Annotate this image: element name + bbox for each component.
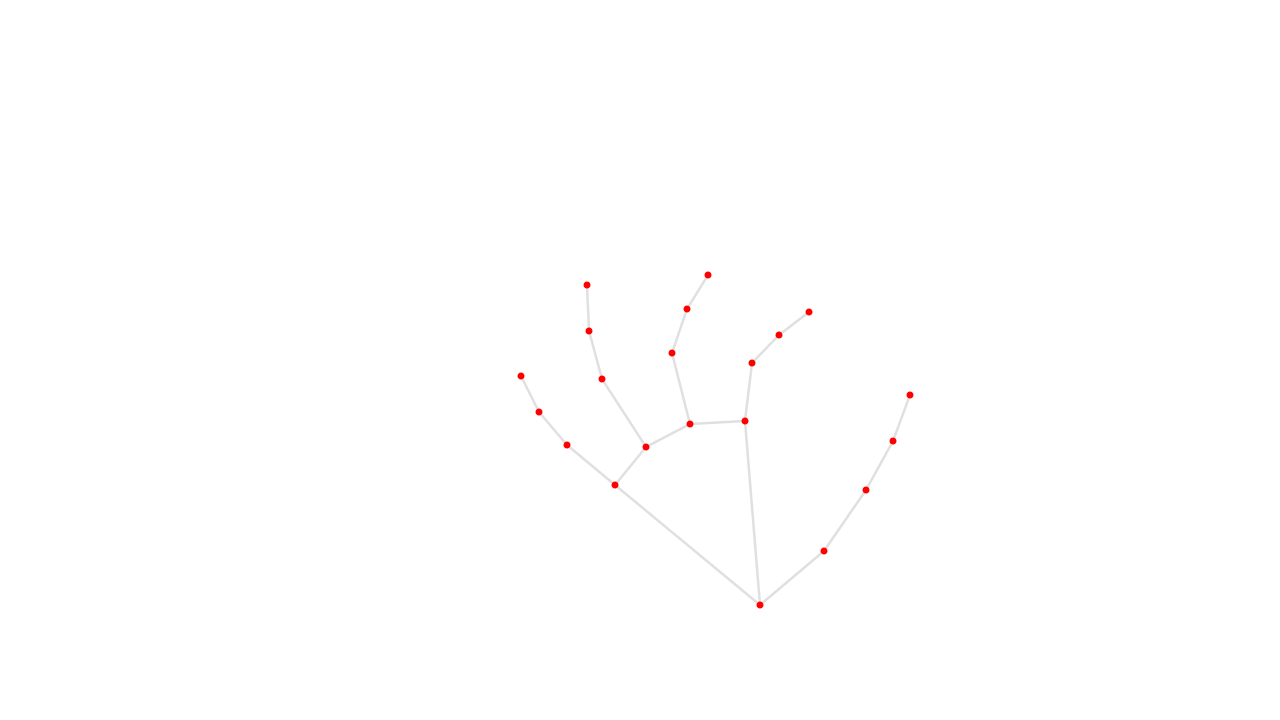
bone-middle-pip-to-middle-dip [670, 307, 689, 355]
joint-index-pip [748, 359, 756, 367]
joint-middle-pip [668, 349, 676, 357]
bone-pinky-mcp-to-pinky-pip [565, 443, 617, 487]
joint-ring-pip [598, 375, 606, 383]
bone-middle-mcp-to-middle-pip [670, 351, 692, 426]
joint-ring-dip [585, 327, 593, 335]
joint-index-dip [775, 331, 783, 339]
joint-pinky-mcp [611, 481, 619, 489]
joint-ring-tip [583, 281, 591, 289]
bone-thumb-cmc-to-thumb-mcp [822, 488, 868, 553]
bone-ring-pip-to-ring-dip [587, 329, 604, 381]
joint-ring-mcp [642, 443, 650, 451]
bone-index-dip-to-index-tip [777, 310, 811, 337]
joint-middle-mcp [686, 420, 694, 428]
joint-thumb-ip [889, 437, 897, 445]
bone-wrist-to-pinky-mcp [613, 483, 762, 607]
bone-pinky-pip-to-pinky-dip [537, 410, 569, 447]
bone-pinky-dip-to-pinky-tip [519, 374, 541, 414]
bone-ring-dip-to-ring-tip [585, 283, 591, 333]
joint-thumb-mcp [862, 486, 870, 494]
joint-middle-tip [704, 271, 712, 279]
joint-landmarks [517, 271, 914, 609]
bone-thumb-ip-to-thumb-tip [891, 393, 912, 443]
joint-pinky-pip [563, 441, 571, 449]
bone-index-pip-to-index-dip [750, 333, 781, 365]
bone-connections [519, 273, 912, 607]
joint-thumb-cmc [820, 547, 828, 555]
bone-index-mcp-to-middle-mcp [688, 419, 747, 426]
joint-index-mcp [741, 417, 749, 425]
joint-pinky-tip [517, 372, 525, 380]
joint-thumb-tip [906, 391, 914, 399]
joint-index-tip [805, 308, 813, 316]
bone-middle-mcp-to-ring-mcp [644, 422, 692, 449]
joint-wrist [756, 601, 764, 609]
joint-pinky-dip [535, 408, 543, 416]
bone-thumb-mcp-to-thumb-ip [864, 439, 895, 492]
bone-ring-mcp-to-pinky-mcp [613, 445, 648, 487]
bone-ring-mcp-to-ring-pip [600, 377, 648, 449]
bone-index-mcp-to-index-pip [743, 361, 754, 423]
bone-middle-dip-to-middle-tip [685, 273, 710, 311]
joint-middle-dip [683, 305, 691, 313]
bone-wrist-to-thumb-cmc [758, 549, 826, 607]
bone-wrist-to-index-mcp [743, 419, 762, 607]
